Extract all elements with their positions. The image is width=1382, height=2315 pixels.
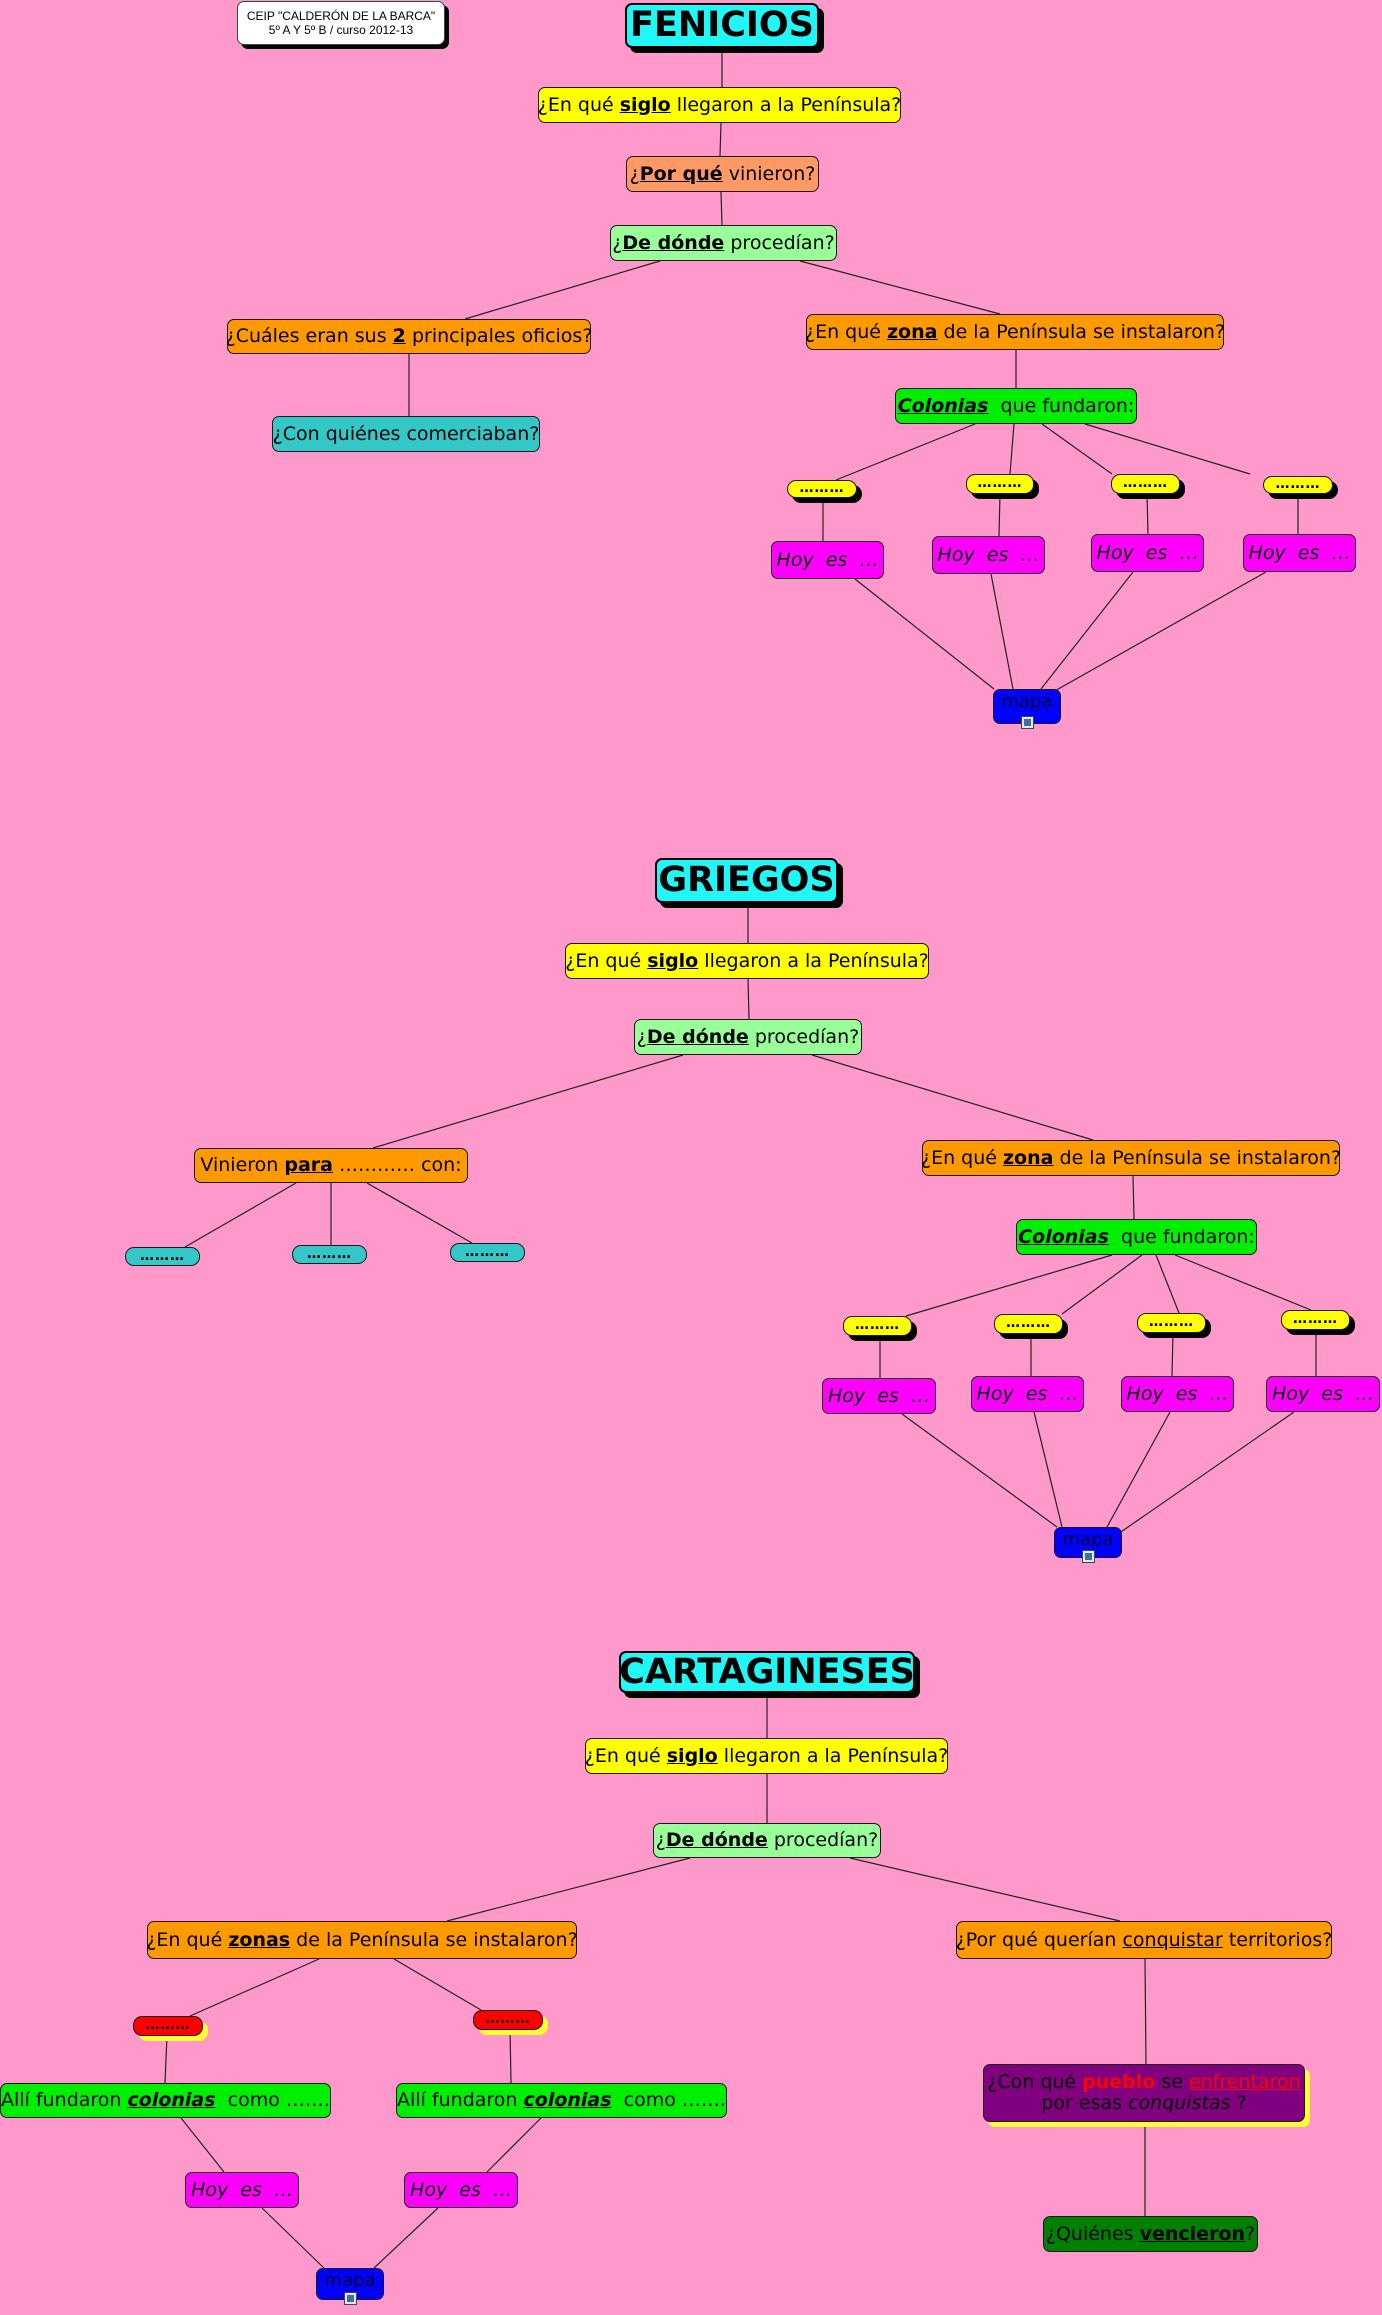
placeholder-dots: ……… bbox=[1281, 1310, 1350, 1330]
placeholder-dots: ……… bbox=[994, 1314, 1063, 1334]
connector-line bbox=[184, 1182, 297, 1248]
connector-line bbox=[1155, 1254, 1180, 1314]
placeholder-dots: ……… bbox=[787, 480, 857, 498]
connector-line bbox=[990, 573, 1014, 690]
node-colonias: Colonias que fundaron: bbox=[895, 388, 1137, 424]
connector-line bbox=[1106, 1411, 1171, 1528]
node-pueblo-enfrentaron: ¿Con qué pueblo se enfrentaron por esas … bbox=[983, 2064, 1305, 2122]
connector-line bbox=[393, 1958, 482, 2011]
node-de-donde: ¿De dónde procedían? bbox=[653, 1823, 881, 1858]
map-link[interactable]: mapa bbox=[993, 689, 1061, 729]
connector-line bbox=[1040, 571, 1134, 690]
connector-line bbox=[720, 191, 723, 226]
connector-line bbox=[1132, 1175, 1135, 1220]
node-hoy-es: Hoy es … bbox=[1091, 534, 1204, 572]
connector-line bbox=[1117, 1411, 1295, 1535]
node-zonas: ¿En qué zonas de la Península se instala… bbox=[146, 1921, 578, 1959]
title-fenicios: FENICIOS bbox=[625, 3, 819, 48]
connector-line bbox=[372, 1054, 684, 1149]
connector-line bbox=[189, 1958, 320, 2017]
image-icon[interactable] bbox=[1021, 716, 1034, 729]
placeholder-dots: ……… bbox=[966, 474, 1034, 494]
node-vencieron: ¿Quiénes vencieron? bbox=[1043, 2216, 1258, 2252]
node-hoy-es: Hoy es … bbox=[771, 541, 884, 579]
node-fundaron-colonias: Allí fundaron colonias como ……. bbox=[396, 2083, 727, 2118]
connector-line bbox=[905, 1254, 1113, 1317]
image-icon[interactable] bbox=[1082, 1550, 1095, 1563]
connector-line bbox=[747, 978, 750, 1020]
node-hoy-es: Hoy es … bbox=[404, 2172, 518, 2208]
connector-line bbox=[164, 2035, 168, 2084]
connector-line bbox=[854, 578, 995, 690]
connector-line bbox=[366, 1182, 473, 1244]
node-de-donde: ¿De dónde procedían? bbox=[610, 225, 837, 261]
node-hoy-es: Hoy es … bbox=[1266, 1376, 1380, 1412]
connector-line bbox=[1033, 1411, 1063, 1528]
node-hoy-es: Hoy es … bbox=[822, 1378, 936, 1414]
connector-line bbox=[835, 423, 976, 481]
node-siglo: ¿En qué siglo llegaron a la Península? bbox=[585, 1738, 948, 1774]
connector-line bbox=[1043, 571, 1267, 698]
placeholder-dots: ……… bbox=[1111, 474, 1180, 494]
node-por-que: ¿Por qué vinieron? bbox=[626, 156, 819, 192]
node-comerciaban: ¿Con quiénes comerciaban? bbox=[272, 416, 540, 452]
pueblo-line-2: por esas conquistas ? bbox=[1041, 2092, 1247, 2114]
placeholder-dots: ……… bbox=[843, 1316, 912, 1336]
node-siglo: ¿En qué siglo llegaron a la Península? bbox=[565, 943, 929, 979]
node-hoy-es: Hoy es … bbox=[971, 1376, 1084, 1412]
connector-line bbox=[1171, 1332, 1174, 1377]
connector-line bbox=[1174, 1254, 1312, 1311]
placeholder-dots: ……… bbox=[292, 1245, 367, 1264]
school-header: CEIP "CALDERÓN DE LA BARCA" 5º A Y 5º B … bbox=[237, 1, 445, 45]
connector-line bbox=[1009, 423, 1015, 475]
connector-line bbox=[373, 2207, 439, 2269]
placeholder-dots: ……… bbox=[1263, 476, 1333, 494]
connector-line bbox=[486, 2117, 542, 2173]
node-fundaron-colonias: Allí fundaron colonias como ……. bbox=[0, 2083, 331, 2118]
node-hoy-es: Hoy es … bbox=[932, 536, 1045, 574]
node-colonias: Colonias que fundaron: bbox=[1016, 1219, 1257, 1255]
connector-line bbox=[719, 122, 722, 157]
connector-line bbox=[1041, 423, 1113, 475]
connector-line bbox=[261, 2207, 327, 2271]
connector-line bbox=[849, 1857, 1121, 1922]
connector-line bbox=[509, 2029, 512, 2084]
placeholder-dots: ……… bbox=[125, 1247, 200, 1266]
connector-line bbox=[1084, 423, 1251, 475]
node-hoy-es: Hoy es … bbox=[1243, 534, 1356, 572]
connector-line bbox=[464, 260, 661, 320]
node-hoy-es: Hoy es … bbox=[185, 2172, 299, 2208]
image-icon[interactable] bbox=[344, 2292, 357, 2305]
map-link[interactable]: mapa bbox=[316, 2268, 384, 2305]
title-griegos: GRIEGOS bbox=[655, 858, 838, 903]
node-conquistar: ¿Por qué querían conquistar territorios? bbox=[956, 1921, 1332, 1959]
placeholder-dots: ……… bbox=[473, 2010, 543, 2030]
node-oficios: ¿Cuáles eran sus 2 principales oficios? bbox=[226, 319, 592, 354]
school-name: CEIP "CALDERÓN DE LA BARCA" bbox=[246, 8, 436, 23]
course-info: 5º A Y 5º B / curso 2012-13 bbox=[268, 23, 414, 37]
connector-line bbox=[998, 493, 1001, 537]
title-cartagineses: CARTAGINESES bbox=[619, 1651, 915, 1693]
connector-line bbox=[1061, 1254, 1143, 1315]
connector-line bbox=[901, 1413, 1058, 1528]
connector-line bbox=[180, 2117, 225, 2173]
placeholder-dots: ……… bbox=[133, 2016, 203, 2036]
node-siglo: ¿En qué siglo llegaron a la Península? bbox=[538, 87, 901, 123]
node-vinieron-para: Vinieron para ………… con: bbox=[194, 1148, 468, 1183]
placeholder-dots: ……… bbox=[450, 1243, 525, 1262]
node-hoy-es: Hoy es … bbox=[1121, 1376, 1234, 1412]
map-link[interactable]: mapa bbox=[1054, 1527, 1122, 1563]
pueblo-line-1: ¿Con qué pueblo se enfrentaron bbox=[987, 2071, 1301, 2094]
connector-line bbox=[811, 1054, 1094, 1141]
connector-line bbox=[1144, 1958, 1147, 2065]
connector-line bbox=[1146, 493, 1149, 535]
connector-line bbox=[799, 260, 1001, 315]
node-zona: ¿En qué zona de la Península se instalar… bbox=[805, 314, 1225, 350]
connector-line bbox=[446, 1857, 691, 1922]
node-zona: ¿En qué zona de la Península se instalar… bbox=[921, 1140, 1341, 1176]
node-de-donde: ¿De dónde procedían? bbox=[634, 1019, 862, 1055]
placeholder-dots: ……… bbox=[1137, 1313, 1206, 1333]
